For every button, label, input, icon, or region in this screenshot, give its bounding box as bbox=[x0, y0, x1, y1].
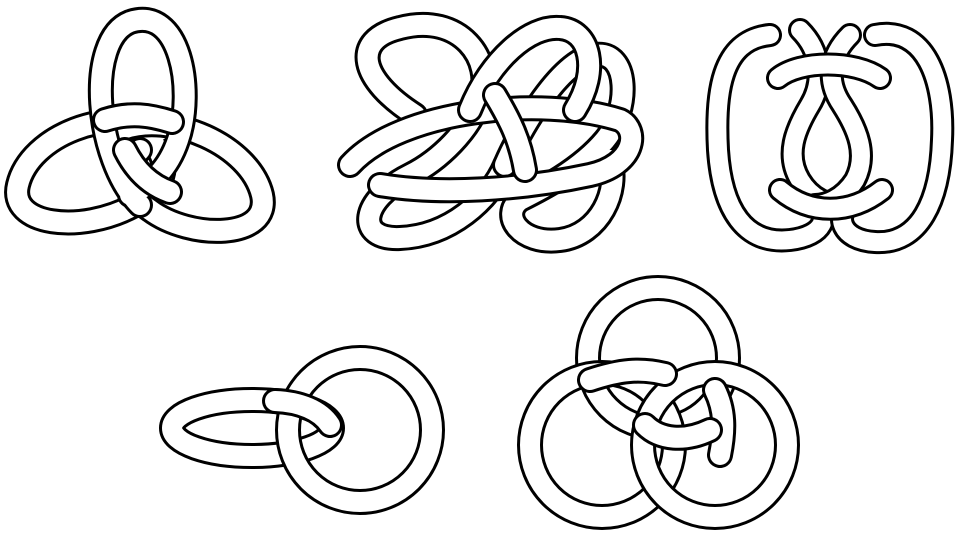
figure-eight-strands bbox=[350, 25, 631, 241]
borromean-over-segment-a-fill bbox=[590, 371, 665, 380]
figure-eight-knot-drawing bbox=[320, 0, 650, 270]
square-knot-drawing bbox=[690, 0, 963, 270]
square-knot-figure bbox=[690, 0, 963, 270]
trefoil-strands bbox=[17, 20, 263, 231]
trefoil-knot-figure bbox=[0, 0, 290, 270]
hopf-large-ring-fill bbox=[288, 358, 432, 502]
square-knot-strands bbox=[717, 30, 942, 242]
figure-eight-knot-figure bbox=[320, 0, 650, 270]
trefoil-over-segment-a-fill bbox=[105, 115, 172, 122]
borromean-rings-figure bbox=[510, 270, 810, 540]
hopf-link-figure bbox=[160, 330, 450, 530]
borromean-rings-drawing bbox=[510, 270, 810, 540]
hopf-link-drawing bbox=[160, 330, 450, 530]
borromean-rings bbox=[530, 288, 787, 517]
trefoil-knot-drawing bbox=[0, 0, 290, 270]
hopf-link-rings bbox=[172, 358, 432, 502]
